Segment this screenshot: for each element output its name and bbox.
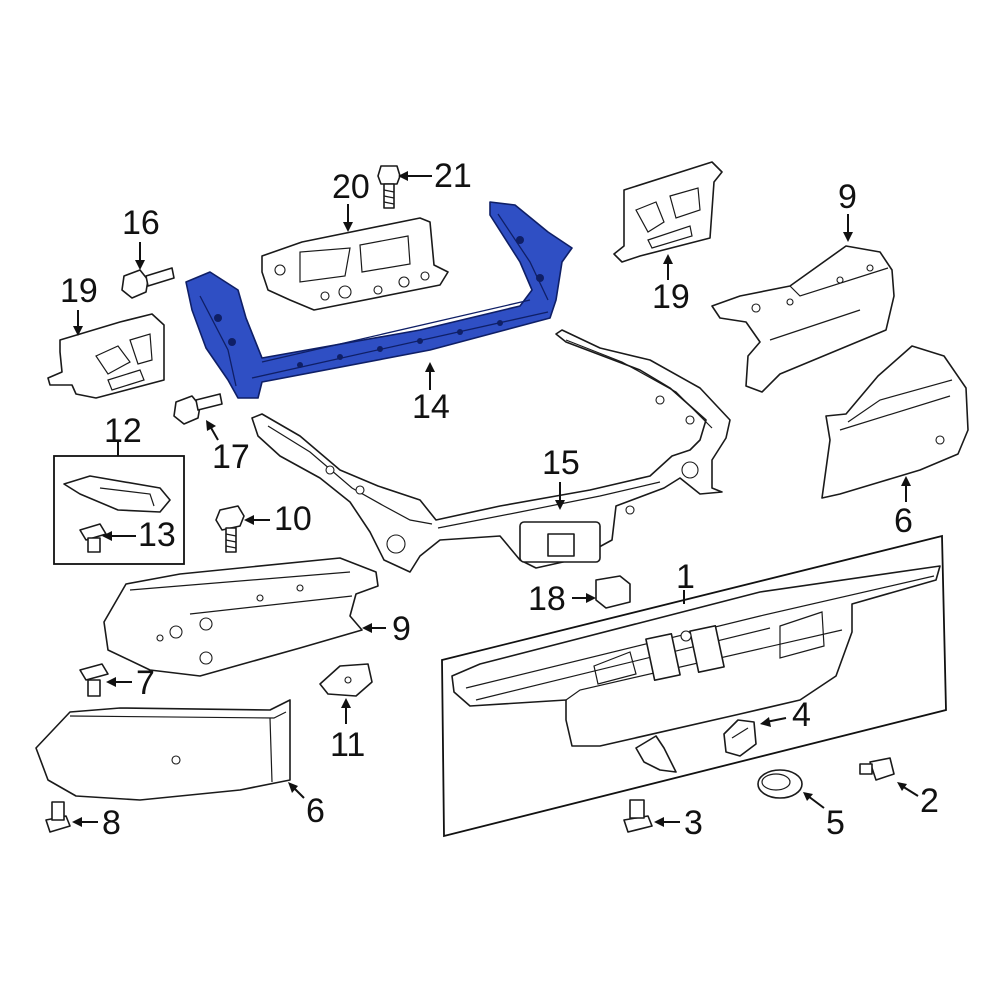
callout-4: 4 (792, 696, 811, 734)
part-17-bolt[interactable] (173, 393, 223, 425)
step-bumper-bracket (635, 735, 677, 773)
part-13-clip[interactable] (79, 523, 107, 553)
part-1-detail-box (441, 534, 947, 838)
part-3-clip[interactable] (623, 799, 653, 833)
callout-9-right: 9 (838, 178, 857, 216)
part-4-light-housing[interactable] (723, 719, 757, 757)
part-20-center-bracket[interactable] (261, 217, 449, 311)
callout-14: 14 (412, 388, 450, 426)
part-8-clip[interactable] (45, 801, 71, 833)
part-21-bolt[interactable] (377, 165, 401, 209)
callout-16: 16 (122, 204, 160, 242)
part-12-pad[interactable] (63, 475, 171, 513)
callout-5: 5 (826, 804, 845, 842)
part-7-clip[interactable] (79, 663, 109, 697)
part-9-right-end-cap[interactable] (711, 245, 895, 393)
callout-11: 11 (330, 726, 365, 764)
callout-15: 15 (542, 444, 580, 482)
part-6-left-bumper-end[interactable] (35, 699, 291, 801)
callout-2: 2 (920, 782, 939, 820)
part-1-step-bumper[interactable] (451, 565, 941, 747)
callout-19-left: 19 (60, 272, 98, 310)
callout-7: 7 (136, 664, 155, 702)
callout-20: 20 (332, 168, 370, 206)
part-16-bolt[interactable] (121, 267, 175, 299)
callout-17: 17 (212, 438, 250, 476)
callout-8: 8 (102, 804, 121, 842)
callout-12: 12 (104, 412, 142, 450)
callout-18: 18 (528, 580, 566, 618)
callout-19-right: 19 (652, 278, 690, 316)
callout-3: 3 (684, 804, 703, 842)
part-2-clip[interactable] (859, 757, 895, 781)
part-19-left-bracket[interactable] (47, 313, 165, 399)
callout-9-left: 9 (392, 610, 411, 648)
callout-21: 21 (434, 157, 472, 195)
part-9-left-end-cap[interactable] (103, 557, 379, 677)
part-14-reinforcement-beam[interactable] (185, 201, 573, 399)
callout-6-left: 6 (306, 792, 325, 830)
part-10-bolt[interactable] (215, 505, 245, 553)
callout-labels: 21 20 16 19 14 17 12 13 10 19 9 6 15 18 … (60, 157, 939, 842)
part-15-hitch-frame[interactable] (251, 329, 731, 573)
part-11-bracket[interactable] (319, 663, 373, 697)
part-18-hitch-cover[interactable] (595, 575, 631, 609)
callout-6-right: 6 (894, 502, 913, 540)
callout-1: 1 (676, 558, 695, 596)
callout-13: 13 (138, 516, 176, 554)
callout-10: 10 (274, 500, 312, 538)
part-6-right-bumper-end[interactable] (821, 345, 969, 499)
leader-lines (72, 171, 919, 827)
part-5-plug[interactable] (757, 769, 803, 799)
part-19-right-bracket[interactable] (613, 161, 723, 263)
